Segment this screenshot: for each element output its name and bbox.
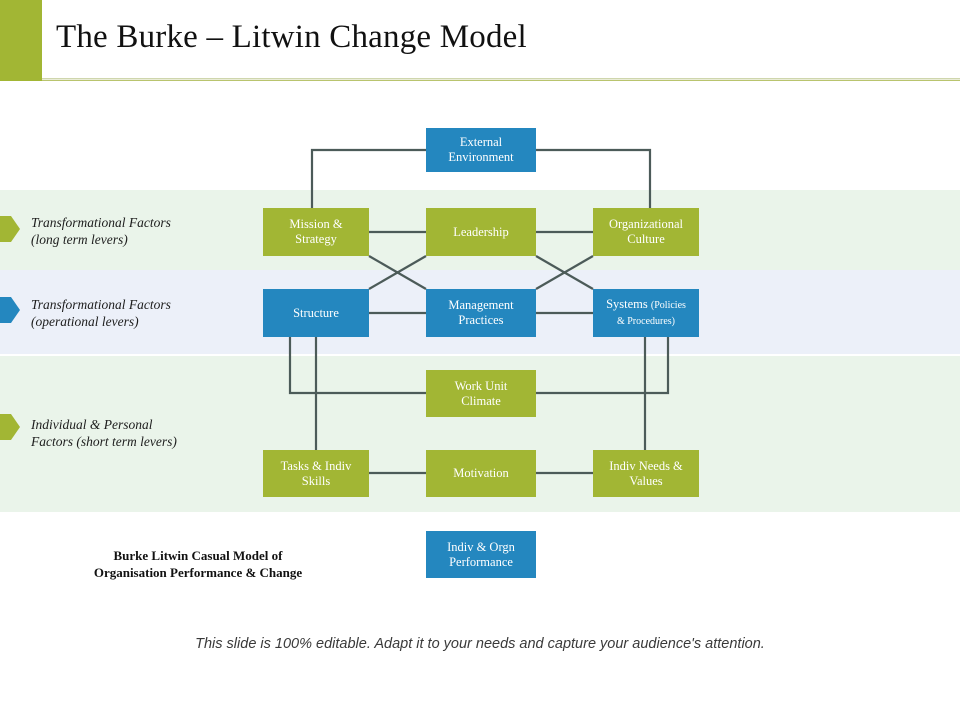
- editable-note: This slide is 100% editable. Adapt it to…: [195, 636, 765, 652]
- node-organizational-culture[interactable]: Organizational Culture: [593, 208, 699, 256]
- header-accent-bar: [0, 0, 42, 81]
- node-indiv-orgn-performance-line1: Indiv & Orgn: [447, 539, 515, 554]
- node-mission-strategy[interactable]: Mission & Strategy: [263, 208, 369, 256]
- node-external-environment[interactable]: External Environment: [426, 128, 536, 172]
- node-work-unit-climate[interactable]: Work Unit Climate: [426, 370, 536, 417]
- node-motivation[interactable]: Motivation: [426, 450, 536, 497]
- side-label-long-term-line2: (long term levers): [31, 232, 128, 247]
- node-tasks-indiv-skills-line1: Tasks & Indiv: [280, 458, 352, 473]
- node-external-environment-line1: External: [459, 135, 503, 149]
- side-label-operational: Transformational Factors (operational le…: [31, 296, 246, 330]
- band-arrow-icon-long-term: [0, 216, 20, 242]
- band-arrow-icon-operational: [0, 297, 20, 323]
- node-structure[interactable]: Structure: [263, 289, 369, 337]
- node-work-unit-climate-line1: Work Unit: [454, 378, 508, 393]
- side-label-operational-line2: (operational levers): [31, 314, 139, 329]
- node-management-practices[interactable]: Management Practices: [426, 289, 536, 337]
- node-tasks-indiv-skills[interactable]: Tasks & Indiv Skills: [263, 450, 369, 497]
- node-organizational-culture-line2: Culture: [627, 232, 665, 246]
- node-organizational-culture-line1: Organizational: [608, 217, 684, 231]
- node-mission-strategy-line2: Strategy: [295, 232, 337, 246]
- side-label-long-term: Transformational Factors (long term leve…: [31, 214, 246, 248]
- node-indiv-needs-values-line2: Values: [629, 473, 663, 488]
- node-structure-label: Structure: [293, 305, 339, 320]
- page-title: The Burke – Litwin Change Model: [56, 19, 527, 55]
- node-mission-strategy-line1: Mission &: [289, 217, 343, 231]
- node-indiv-needs-values[interactable]: Indiv Needs & Values: [593, 450, 699, 497]
- node-management-practices-line2: Practices: [458, 313, 504, 327]
- node-systems-sub1: (Policies: [650, 300, 686, 311]
- side-label-short-term-line1: Individual & Personal: [31, 417, 153, 432]
- diagram-caption: Burke Litwin Casual Model of Organisatio…: [88, 547, 308, 581]
- node-systems-sub2: & Procedures): [616, 316, 676, 327]
- side-label-short-term: Individual & Personal Factors (short ter…: [31, 416, 246, 450]
- node-leadership[interactable]: Leadership: [426, 208, 536, 256]
- node-indiv-orgn-performance[interactable]: Indiv & Orgn Performance: [426, 531, 536, 578]
- node-work-unit-climate-line2: Climate: [461, 393, 501, 408]
- diagram-caption-line2: Organisation Performance & Change: [93, 565, 303, 580]
- node-motivation-label: Motivation: [453, 466, 509, 480]
- side-label-long-term-line1: Transformational Factors: [31, 215, 171, 230]
- node-external-environment-line2: Environment: [448, 150, 514, 164]
- header-divider: [42, 78, 960, 81]
- node-tasks-indiv-skills-line2: Skills: [301, 473, 331, 488]
- node-management-practices-line1: Management: [448, 298, 514, 312]
- node-leadership-label: Leadership: [453, 224, 509, 239]
- node-systems[interactable]: Systems (Policies & Procedures): [593, 289, 699, 337]
- node-indiv-orgn-performance-line2: Performance: [449, 554, 513, 569]
- band-arrow-icon-short-term: [0, 414, 20, 440]
- node-indiv-needs-values-line1: Indiv Needs &: [609, 458, 683, 473]
- diagram-caption-line1: Burke Litwin Casual Model of: [113, 548, 283, 563]
- side-label-operational-line1: Transformational Factors: [31, 297, 171, 312]
- node-systems-label: Systems: [606, 297, 648, 311]
- side-label-short-term-line2: Factors (short term levers): [31, 434, 177, 449]
